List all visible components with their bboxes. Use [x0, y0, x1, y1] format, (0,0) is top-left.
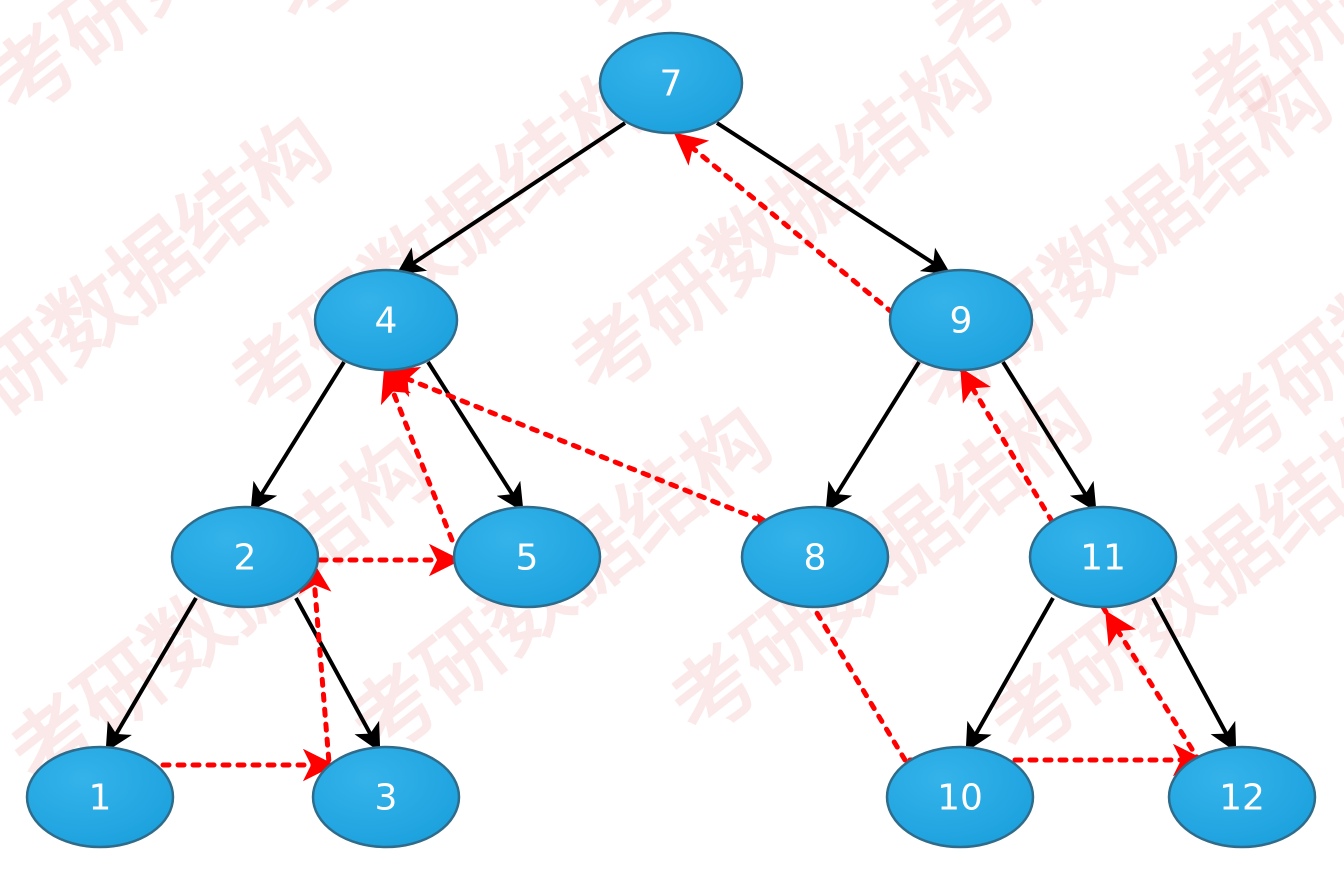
node-label-12: 12 — [1219, 778, 1265, 819]
node-shape-7[interactable] — [598, 31, 744, 135]
tree-node-12[interactable]: 12 — [1167, 745, 1317, 849]
node-shape-8[interactable] — [740, 505, 890, 609]
node-shape-11[interactable] — [1028, 505, 1178, 609]
watermark-text: 考研数据结构 — [0, 0, 429, 136]
tree-node-8[interactable]: 8 — [740, 505, 890, 609]
tree-edge-layer — [105, 121, 1237, 753]
node-label-10: 10 — [937, 778, 983, 819]
node-label-3: 3 — [375, 778, 398, 819]
traversal-edge-n8-n4 — [384, 366, 763, 523]
tree-edge-n9-n11 — [1001, 360, 1097, 512]
node-shape-10[interactable] — [885, 745, 1035, 849]
traversal-edge-n5-n4 — [380, 368, 455, 543]
traversal-edge-n10-n8 — [757, 513, 908, 763]
tree-node-7[interactable]: 7 — [598, 31, 744, 135]
node-shape-12[interactable] — [1167, 745, 1317, 849]
tree-edge-n11-n12 — [1151, 597, 1237, 753]
tree-node-11[interactable]: 11 — [1028, 505, 1178, 609]
node-label-7: 7 — [660, 64, 683, 105]
node-shape-1[interactable] — [25, 745, 175, 849]
tree-node-4[interactable]: 4 — [313, 268, 459, 372]
node-label-4: 4 — [375, 301, 398, 342]
node-label-2: 2 — [234, 538, 257, 579]
tree-node-3[interactable]: 3 — [311, 745, 461, 849]
node-shape-4[interactable] — [313, 268, 459, 372]
tree-edge-n7-n4 — [396, 121, 627, 275]
node-shape-2[interactable] — [170, 505, 320, 609]
tree-edge-n2-n3 — [294, 597, 381, 753]
tree-edge-n7-n9 — [715, 121, 951, 275]
node-label-11: 11 — [1080, 538, 1126, 579]
node-label-8: 8 — [804, 538, 827, 579]
node-label-9: 9 — [950, 301, 973, 342]
tree-node-1[interactable]: 1 — [25, 745, 175, 849]
traversal-edge-n12-n11 — [1105, 610, 1203, 765]
tree-edge-n9-n8 — [825, 360, 921, 512]
tree-edge-n4-n5 — [426, 360, 524, 512]
tree-node-9[interactable]: 9 — [888, 268, 1034, 372]
tree-edge-n2-n1 — [105, 596, 198, 753]
node-shape-5[interactable] — [452, 505, 602, 609]
tree-node-2[interactable]: 2 — [170, 505, 320, 609]
node-shape-3[interactable] — [311, 745, 461, 849]
tree-edge-n4-n2 — [250, 360, 346, 512]
tree-edge-n11-n10 — [965, 597, 1055, 753]
node-label-5: 5 — [516, 538, 539, 579]
traversal-edge-n3-n2 — [298, 560, 333, 778]
tree-node-10[interactable]: 10 — [885, 745, 1035, 849]
node-label-1: 1 — [89, 778, 112, 819]
tree-node-5[interactable]: 5 — [452, 505, 602, 609]
node-shape-9[interactable] — [888, 268, 1034, 372]
